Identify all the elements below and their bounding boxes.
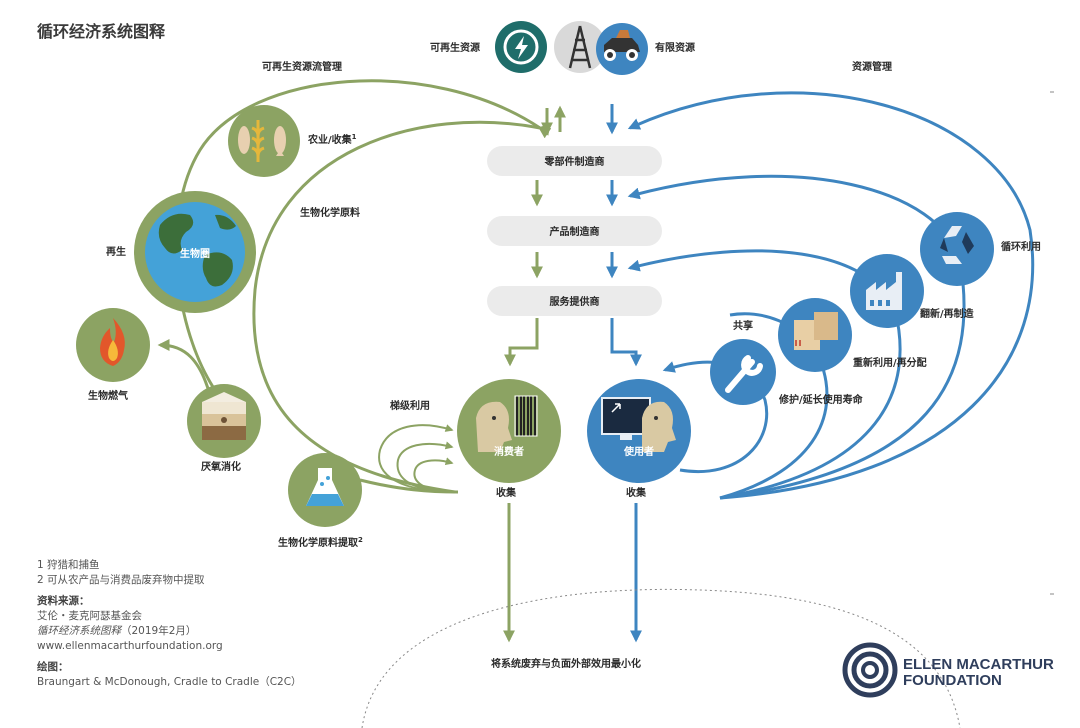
tech-outer-arc xyxy=(627,91,1035,500)
source-org: 艾伦・麦克阿瑟基金会 xyxy=(37,610,142,622)
biochem-feedstock-label: 生物化学原料 xyxy=(300,206,360,219)
maintain-label: 修护/延长使用寿命 xyxy=(778,393,864,406)
foundation-logo-icon xyxy=(842,642,898,698)
flask-icon xyxy=(288,453,362,527)
soil-layers-icon xyxy=(187,384,261,458)
source-title-line: 循环经济系统图释（2019年2月） xyxy=(37,624,367,639)
source-title: 循环经济系统图释 xyxy=(37,625,121,637)
biogas-label: 生物燃气 xyxy=(88,389,128,402)
parts-manufacturer-label: 零部件制造商 xyxy=(544,155,605,168)
extraction-label: 生物化学原料提取2 xyxy=(278,536,363,549)
mining-truck-icon xyxy=(596,23,648,75)
flame-icon xyxy=(76,308,150,382)
recycle-icon xyxy=(920,212,994,286)
wheat-fish-icon xyxy=(228,105,300,177)
cascade-arc-1 xyxy=(378,424,454,493)
logo-line-2: FOUNDATION xyxy=(903,672,1002,689)
service-provider-label: 服务提供商 xyxy=(550,295,600,308)
farming-label: 农业/收集1 xyxy=(307,133,357,146)
arrow-blue-to-user xyxy=(610,318,642,367)
biogas-arrow xyxy=(157,339,212,396)
boxes-icon xyxy=(778,298,852,372)
footnotes: 1 狩猎和捕鱼 2 可从农产品与消费品废弃物中提取 资料来源： 艾伦・麦克阿瑟基… xyxy=(37,558,367,690)
user-computer-icon xyxy=(587,379,691,483)
product-manufacturer-label: 产品制造商 xyxy=(550,225,600,238)
source-url: www.ellenmacarthurfoundation.org xyxy=(37,640,223,652)
regeneration-label: 再生 xyxy=(106,245,126,258)
renewable-label: 可再生资源 xyxy=(430,41,480,54)
drawing-heading: 绘图： xyxy=(37,661,69,673)
renewable-energy-icon xyxy=(495,21,547,73)
foundation-logo-text: ELLEN MACARTHUR FOUNDATION xyxy=(903,657,1054,689)
wrench-icon xyxy=(710,339,776,405)
globe-icon xyxy=(134,191,256,313)
consumer-barcode-icon xyxy=(457,379,561,483)
stock-management-label: 资源管理 xyxy=(852,60,892,73)
anaerobic-label: 厌氧消化 xyxy=(201,460,241,473)
factory-icon xyxy=(850,254,924,328)
biosphere-label: 生物圈 xyxy=(180,247,210,260)
edge-dashes xyxy=(1050,91,1054,595)
logo-line-1: ELLEN MACARTHUR xyxy=(903,656,1054,673)
refurbish-label: 翻新/再制造 xyxy=(920,307,975,320)
product-manufacturer-box: 产品制造商 xyxy=(487,216,662,246)
minimize-waste-label: 将系统废弃与负面外部效用最小化 xyxy=(491,657,641,670)
service-provider-box: 服务提供商 xyxy=(487,286,662,316)
renewable-flow-label: 可再生资源流管理 xyxy=(262,60,342,73)
reuse-label: 重新利用/再分配 xyxy=(853,356,927,369)
finite-label: 有限资源 xyxy=(655,41,695,54)
tech-maintain-arc xyxy=(662,360,769,473)
share-label: 共享 xyxy=(733,319,753,332)
drawing-credit: Braungart & McDonough, Cradle to Cradle（… xyxy=(37,676,302,688)
page-title: 循环经济系统图释 xyxy=(37,22,166,41)
cascade-arc-2 xyxy=(396,441,454,493)
cascades-label: 梯级利用 xyxy=(390,399,430,412)
cascade-arc-3 xyxy=(413,457,454,493)
parts-manufacturer-box: 零部件制造商 xyxy=(487,146,662,176)
footnote-1: 1 狩猎和捕鱼 xyxy=(37,559,100,571)
consumer-label: 消费者 xyxy=(494,445,524,458)
oil-rig-icon xyxy=(554,21,606,73)
arrow-green-to-consumer xyxy=(504,318,539,367)
source-date: （2019年2月） xyxy=(121,625,197,637)
bio-collection-label: 收集 xyxy=(496,486,517,499)
source-heading: 资料来源： xyxy=(37,595,90,607)
waste-boundary xyxy=(361,588,961,728)
footnote-2: 2 可从农产品与消费品废弃物中提取 xyxy=(37,574,205,586)
user-label: 使用者 xyxy=(623,445,654,458)
recycle-label: 循环利用 xyxy=(1001,240,1041,253)
tech-collection-label: 收集 xyxy=(626,486,647,499)
